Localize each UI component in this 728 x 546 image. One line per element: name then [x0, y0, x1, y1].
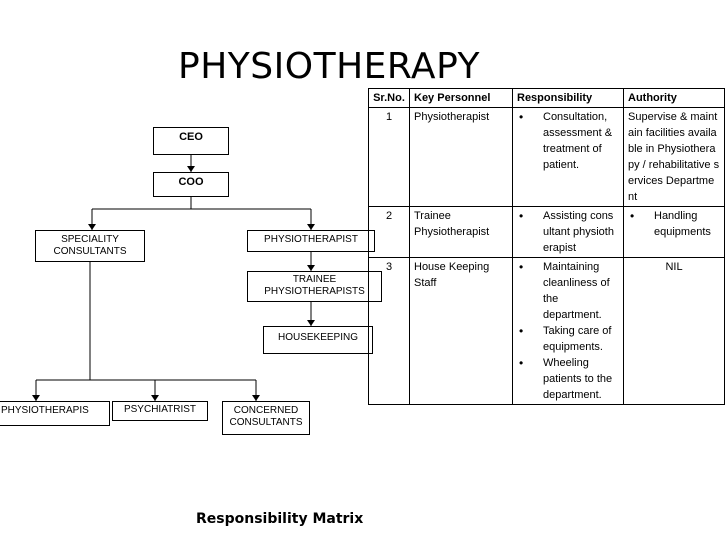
ceo-label: CEO: [179, 131, 203, 143]
cell-responsibility: Maintaining cleanliness of the departmen…: [512, 257, 624, 405]
org-box-housekeeping: HOUSEKEEPING: [263, 326, 373, 354]
header-authority: Authority: [623, 88, 725, 108]
arrowhead-physiotherapist: [307, 224, 315, 230]
arrowhead-coo: [187, 166, 195, 172]
cell-sr: 1: [368, 107, 410, 207]
housekeeping-label: HOUSEKEEPING: [277, 332, 359, 343]
list-item: Consultation, assessment & treatment of …: [517, 109, 619, 173]
table-row: 2 Trainee Physiotherapist Assisting cons…: [368, 206, 725, 258]
cell-sr: 3: [368, 257, 410, 405]
responsibility-list: Maintaining cleanliness of the departmen…: [517, 259, 619, 403]
header-responsibility: Responsibility: [512, 88, 624, 108]
responsibility-list: Assisting consultant physiotherapist: [517, 208, 619, 256]
responsibility-list: Consultation, assessment & treatment of …: [517, 109, 619, 173]
table-header-row: Sr.No. Key Personnel Responsibility Auth…: [368, 88, 725, 108]
authority-text: Supervise & maintain facilities availabl…: [628, 111, 720, 203]
speciality-label-line1: SPECIALITY: [61, 234, 119, 245]
list-item: Maintaining cleanliness of the departmen…: [517, 259, 619, 323]
org-box-ceo: CEO: [153, 127, 229, 155]
org-box-concerned-consultants: CONCERNED CONSULTANTS: [222, 401, 310, 435]
cell-personnel: House Keeping Staff: [409, 257, 513, 405]
page-title: PHYSIOTHERAPY: [178, 46, 480, 87]
speciality-label-line2: CONSULTANTS: [53, 246, 127, 257]
psychiatrist-label: PSYCHIATRIST: [123, 404, 197, 415]
org-box-physiotherapist: PHYSIOTHERAPIST: [247, 230, 375, 252]
table-row: 3 House Keeping Staff Maintaining cleanl…: [368, 257, 725, 405]
arrowhead-speciality: [88, 224, 96, 230]
header-key-personnel: Key Personnel: [409, 88, 513, 108]
list-item: Wheeling patients to the department.: [517, 355, 619, 403]
cell-responsibility: Consultation, assessment & treatment of …: [512, 107, 624, 207]
arrowhead-psychiatrist: [151, 395, 159, 401]
list-item: Taking care of equipments.: [517, 323, 619, 355]
cell-authority: Handling equipments: [623, 206, 725, 258]
cell-personnel: Trainee Physiotherapist: [409, 206, 513, 258]
concerned-label-line1: CONCERNED: [233, 405, 299, 416]
org-box-coo: COO: [153, 172, 229, 197]
arrowhead-concerned: [252, 395, 260, 401]
cell-responsibility: Assisting consultant physiotherapist: [512, 206, 624, 258]
cell-personnel: Physiotherapist: [409, 107, 513, 207]
list-item: Handling equipments: [628, 208, 720, 240]
org-box-physiotherapist-left: PHYSIOTHERAPIS T: [0, 401, 110, 426]
physiotherapist-label: PHYSIOTHERAPIST: [264, 234, 358, 245]
list-item: Assisting consultant physiotherapist: [517, 208, 619, 256]
org-box-trainee-physiotherapists: TRAINEE PHYSIOTHERAPISTS: [247, 271, 382, 302]
concerned-label-line2: CONSULTANTS: [229, 417, 303, 428]
cell-sr: 2: [368, 206, 410, 258]
table-row: 1 Physiotherapist Consultation, assessme…: [368, 107, 725, 207]
arrowhead-trainee: [307, 265, 315, 271]
responsibility-matrix-table: Sr.No. Key Personnel Responsibility Auth…: [368, 88, 725, 405]
org-box-psychiatrist: PSYCHIATRIST: [112, 401, 208, 421]
org-box-speciality-consultants: SPECIALITY CONSULTANTS: [35, 230, 145, 262]
physio-left-label-line2: T: [0, 417, 109, 429]
responsibility-matrix-caption: Responsibility Matrix: [196, 511, 364, 527]
arrowhead-housekeeping: [307, 320, 315, 326]
physio-left-label-line1: PHYSIOTHERAPIS: [1, 405, 89, 416]
trainee-label-line1: TRAINEE: [292, 274, 337, 285]
authority-list: Handling equipments: [628, 208, 720, 240]
cell-authority: Supervise & maintain facilities availabl…: [623, 107, 725, 207]
trainee-label-line2: PHYSIOTHERAPISTS: [264, 286, 365, 297]
header-sr-no: Sr.No.: [368, 88, 410, 108]
arrowhead-physio-left: [32, 395, 40, 401]
coo-label: COO: [178, 176, 204, 188]
cell-authority: NIL: [623, 257, 725, 405]
